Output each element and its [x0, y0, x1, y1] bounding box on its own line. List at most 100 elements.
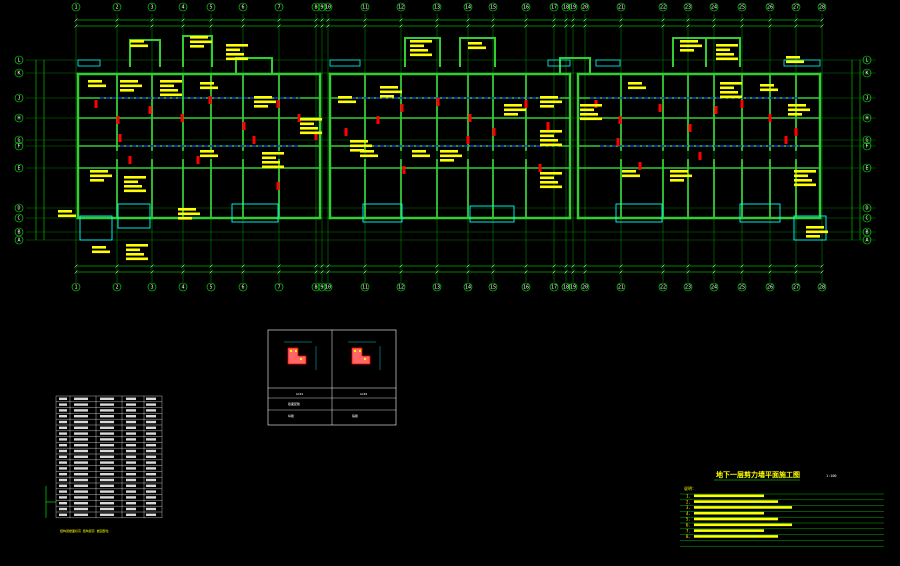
window-bay	[739, 203, 781, 223]
axis-bubble-col	[112, 282, 122, 292]
notes-heading: 说明：	[684, 485, 696, 491]
wall-label-text	[178, 217, 192, 220]
dimension-tick	[74, 264, 78, 268]
axis-bubble-row	[862, 163, 872, 173]
wall-column	[376, 116, 380, 124]
wall-label-text	[360, 154, 378, 158]
axis-bubble-col	[817, 2, 827, 12]
level-table-caption: 结构层楼面标高 结构层高 嵌固部位	[60, 528, 109, 533]
axis-bubble-row-label: H	[865, 116, 868, 122]
axis-bubble-label: 20	[582, 285, 588, 291]
dimension-tick	[181, 24, 185, 28]
axis-bubble-col	[817, 282, 827, 292]
axis-bubble-label: 5	[209, 5, 212, 11]
notes-line-text	[694, 535, 778, 538]
wall-label-text	[90, 179, 104, 182]
dimension-tick	[181, 264, 185, 268]
dimension-tick	[320, 24, 324, 28]
level-table-cell	[59, 438, 67, 441]
dimension-tick	[74, 18, 78, 22]
level-table-cell	[100, 449, 114, 453]
dimension-tick	[74, 270, 78, 274]
wall-label-text	[338, 96, 352, 99]
dimension-tick	[466, 18, 470, 22]
axis-bubble-label: 17	[551, 285, 557, 291]
axis-bubble-row-label: B	[17, 230, 20, 236]
dimension-tick	[552, 264, 556, 268]
axis-bubble-label: 3	[150, 5, 153, 11]
dimension-tick	[661, 18, 665, 22]
dimension-tick	[314, 264, 318, 268]
wall-label-text	[178, 208, 196, 211]
axis-bubble-col	[737, 282, 747, 292]
level-table-cell	[100, 467, 114, 470]
level-table-cell	[100, 432, 114, 435]
dimension-tick	[314, 270, 318, 274]
title-block[interactable]: 地下一层剪力墙平面施工图 1:100	[714, 470, 837, 481]
dimension-tick	[768, 264, 772, 268]
dimension-tick	[466, 264, 470, 268]
wall-label-text	[504, 113, 518, 116]
wall-column	[208, 96, 212, 104]
wall-label-text	[580, 113, 598, 116]
wall-column	[252, 136, 256, 144]
wall-label-text	[124, 189, 146, 193]
axis-bubble-col	[463, 282, 473, 292]
wall-label-text	[130, 40, 144, 43]
column-detail-box[interactable]: GJZ1 GJZ2 截面配筋 纵筋 箍筋	[267, 329, 397, 426]
dimension-tick	[209, 270, 213, 274]
dimension-tick	[466, 270, 470, 274]
axis-bubble-label: 23	[685, 5, 691, 11]
wall-label-text	[126, 253, 144, 256]
notes-line-text	[694, 494, 764, 498]
axis-bubble-label: 15	[490, 5, 496, 11]
dimension-tick	[491, 270, 495, 274]
axis-bubble-row	[862, 235, 872, 245]
axis-bubble-col	[432, 2, 442, 12]
axis-bubble-row-label: F	[865, 144, 868, 150]
window-top	[595, 59, 621, 67]
dimension-tick	[583, 24, 587, 28]
level-table-cell	[74, 397, 88, 400]
floor-level-table[interactable]	[45, 395, 163, 518]
wall-label-text	[160, 80, 182, 83]
level-table-cell	[100, 496, 114, 499]
wall-label-text	[628, 82, 642, 85]
wall-label-text	[540, 96, 558, 99]
axis-bubble-col	[147, 2, 157, 12]
level-table-cell	[59, 432, 67, 435]
axis-bubble-label: 16	[523, 285, 529, 291]
drawing-scale: 1:100	[826, 474, 837, 478]
dimension-tick	[712, 18, 716, 22]
axis-bubble-row-label: H	[17, 116, 20, 122]
dimension-tick	[399, 18, 403, 22]
wall-label-text	[226, 53, 244, 56]
wall-label-text	[440, 159, 454, 162]
wall-label-text	[580, 108, 594, 112]
level-table-cell	[74, 449, 88, 453]
dimension-tick	[435, 18, 439, 22]
notes-line-number: 6.	[686, 523, 691, 528]
dimension-tick	[524, 18, 528, 22]
wall-column	[94, 100, 98, 108]
detail-label-gjz1: GJZ1	[296, 392, 303, 396]
level-table-cell	[74, 478, 88, 482]
dimension-tick	[491, 24, 495, 28]
dimension-tick	[150, 270, 154, 274]
wall-label-text	[190, 36, 208, 39]
dimension-tick	[820, 264, 824, 268]
axis-bubble-label: 1	[74, 285, 77, 291]
dimension-tick	[115, 24, 119, 28]
dimension-tick	[661, 270, 665, 274]
axis-bubble-row	[862, 141, 872, 151]
level-table-cell	[59, 397, 67, 400]
wall-label-text	[360, 150, 374, 153]
wall-label-text	[720, 86, 734, 90]
wall-label-text	[262, 161, 280, 164]
notes-block[interactable]: 说明： 1.2.3.4.5.6.7.8.	[680, 485, 884, 547]
wall-label-text	[92, 250, 110, 254]
wall-label-text	[412, 154, 430, 158]
axis-bubble-col	[360, 2, 370, 12]
